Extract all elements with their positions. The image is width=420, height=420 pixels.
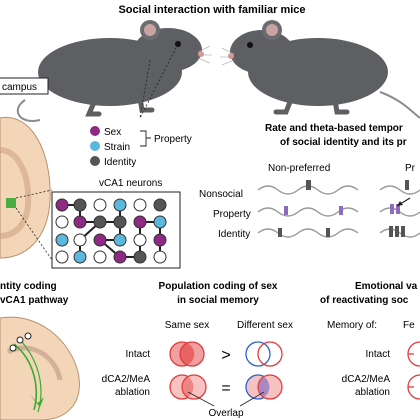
neuron-node [153,215,167,229]
rate-col-preferred: Pr [405,163,416,174]
venn-ablation-different-sex [245,374,283,400]
neuron-network [55,198,167,264]
population-op-ablation: = [221,380,230,397]
legend-strain-label: Strain [104,142,130,153]
population-op-intact: > [221,347,230,364]
rate-row-nonsocial: Nonsocial [199,189,243,200]
neuron-node [113,250,127,264]
legend-identity-dot [90,156,100,166]
population-col-different: Different sex [237,320,293,331]
neuron-node [113,215,127,229]
venn-intact-same-sex [169,341,205,367]
rate-col-nonpreferred: Non-preferred [268,163,330,174]
neuron-node [73,215,87,229]
neuron-node [55,250,69,264]
legend-identity-label: Identity [104,157,136,168]
hippocampus-label-box [0,77,49,95]
venn-ablation-same-sex [169,374,207,400]
neuron-node [93,250,107,264]
hippocampus-label: campus [2,82,37,93]
neuron-node [153,233,167,247]
identity-panel-title-line2: vCA1 pathway [0,295,69,306]
neuron-node [133,215,147,229]
neuron-node [133,233,147,247]
neuron-node [55,233,69,247]
emotional-circles [407,341,420,400]
venn-intact-different-sex [245,341,283,367]
emotional-row-ablation-line1: dCA2/MeA [342,374,391,385]
neuron-node [93,215,107,229]
population-row-ablation-line2: ablation [115,387,150,398]
neuron-node [113,198,127,212]
neuron-node [133,250,147,264]
neuron-node [73,233,87,247]
emotional-col-fe: Fe [403,320,415,331]
legend-property-label: Property [154,134,192,145]
rate-row-identity: Identity [218,229,250,240]
neuron-node [153,198,167,212]
rate-panel-title-line1: Rate and theta-based tempor [265,123,403,134]
mouse-right-illustration [220,20,420,119]
neuron-node [133,198,147,212]
population-col-same: Same sex [165,320,209,331]
population-title-line2: in social memory [177,295,259,306]
emotional-row-intact: Intact [366,349,391,360]
legend-sex-dot [90,126,100,136]
legend-strain-dot [90,141,100,151]
population-title-line1: Population coding of sex [159,281,278,292]
emotional-title-line2: of reactivating soc [320,295,409,306]
emotional-memory-of: Memory of: [327,320,377,331]
neurons-title: vCA1 neurons [99,178,162,189]
population-row-intact: Intact [126,349,151,360]
brain-slice-bottom [0,316,80,420]
neuron-node [73,250,87,264]
legend-sex-label: Sex [104,127,121,138]
neuron-node [55,198,69,212]
emotional-row-ablation-line2: ablation [355,387,390,398]
population-overlap-label: Overlap [208,408,243,419]
population-row-ablation-line1: dCA2/MeA [102,374,151,385]
mouse-left-illustration [16,20,212,122]
neuron-node [93,233,107,247]
property-bracket [140,130,151,147]
identity-panel-title-line1: ntity coding [0,281,57,292]
brain-slice-top [0,116,51,259]
rate-panel-title-line2: of social identity and its pr [280,137,407,148]
property-legend: Sex Strain Identity Property [90,126,192,168]
neuron-node [153,250,167,264]
figure-title: Social interaction with familiar mice [118,4,305,16]
rate-spikes [278,180,411,237]
rate-row-property: Property [213,209,251,220]
neuron-node [113,233,127,247]
overlap-pointer [187,391,265,407]
neuron-node [73,198,87,212]
neuron-node [93,198,107,212]
emotional-title-line1: Emotional va [355,281,418,292]
neuron-node [55,215,69,229]
